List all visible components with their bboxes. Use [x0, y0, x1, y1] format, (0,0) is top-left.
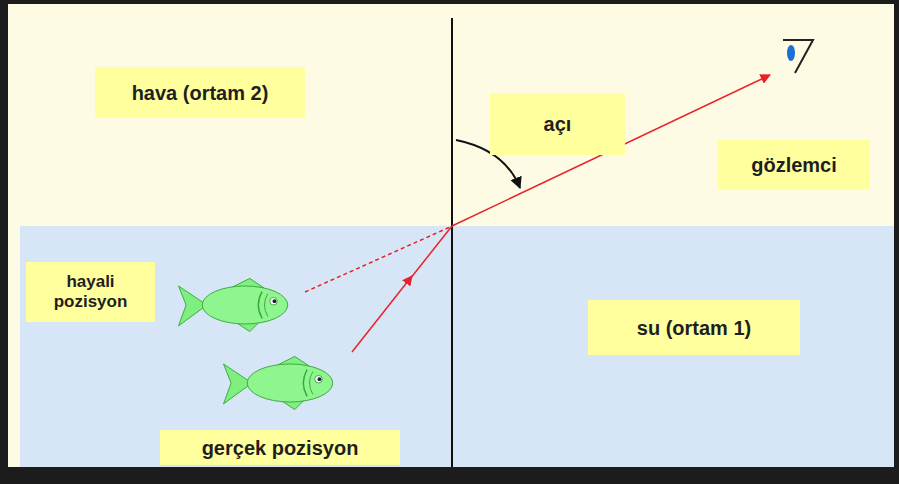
eye-symbol [783, 40, 813, 73]
medium-label-box: hava (ortam 2) [95, 67, 305, 118]
node-text: hayali pozisyon [36, 272, 145, 313]
real-position-box: gerçek pozisyon [160, 430, 400, 465]
normal-line [451, 18, 453, 467]
air-region [8, 4, 894, 467]
node-text: gerçek pozisyon [202, 436, 359, 460]
water-region [20, 226, 894, 467]
medium-label-box: su (ortam 1) [588, 300, 800, 355]
real-fish [224, 356, 333, 409]
incident-ray [410, 226, 452, 279]
incident-ray [352, 276, 412, 352]
angle-label-box: açı [490, 93, 625, 155]
node-text: gözlemci [751, 153, 837, 177]
observer-label-box: gözlemci [718, 140, 870, 190]
node-text: hava (ortam 2) [132, 81, 269, 105]
virtual-fish [179, 278, 288, 331]
virtual-position-box: hayali pozisyon [26, 262, 155, 322]
node-text: açı [544, 112, 572, 136]
virtual-ray [305, 227, 450, 292]
node-text: su (ortam 1) [637, 316, 751, 340]
